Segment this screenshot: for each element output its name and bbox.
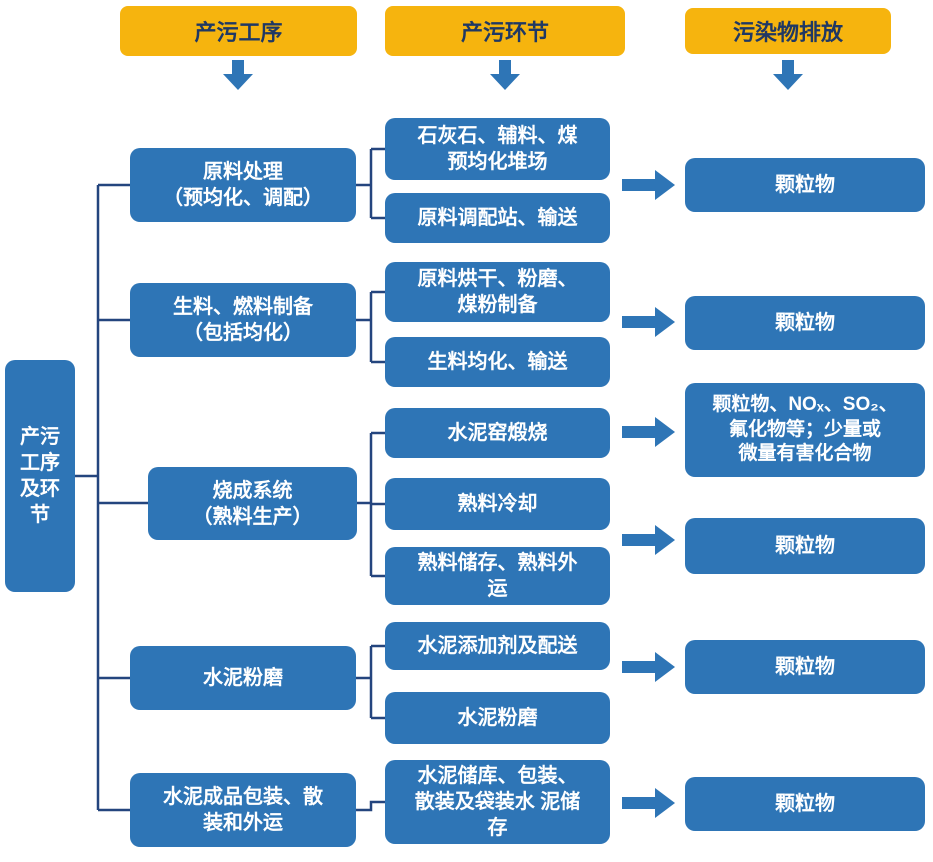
process-label: 原料处理 （预均化、调配） bbox=[163, 161, 323, 209]
process-box: 生料、燃料制备 （包括均化） bbox=[130, 283, 356, 357]
down-arrow-icon bbox=[773, 60, 803, 90]
pollutant-box: 颗粒物 bbox=[685, 296, 925, 350]
stage-box: 生料均化、输送 bbox=[385, 337, 610, 387]
stage-label: 石灰石、辅料、煤 预均化堆场 bbox=[417, 125, 578, 173]
stage-box: 熟料储存、熟料外 运 bbox=[385, 547, 610, 605]
pollutant-box: 颗粒物 bbox=[685, 640, 925, 694]
process-label: 生料、燃料制备 （包括均化） bbox=[173, 296, 313, 344]
stage-label: 熟料冷却 bbox=[457, 493, 538, 515]
process-box: 烧成系统 （熟料生产） bbox=[148, 467, 357, 540]
pollutant-box: 颗粒物、NOₓ、SO₂、 氟化物等；少量或 微量有害化合物 bbox=[685, 383, 925, 477]
side-box-label: 产污 工序 及环 节 bbox=[20, 426, 60, 526]
pollutant-label: 颗粒物 bbox=[775, 793, 835, 815]
stage-label: 原料烘干、粉磨、 煤粉制备 bbox=[417, 268, 578, 316]
pollutant-label: 颗粒物 bbox=[775, 312, 835, 334]
stage-label: 水泥窑煅烧 bbox=[447, 422, 548, 444]
process-box: 水泥成品包装、散 装和外运 bbox=[130, 773, 356, 847]
header-stage-label: 产污环节 bbox=[460, 20, 549, 45]
right-arrow-icon bbox=[622, 307, 676, 337]
stage-box: 石灰石、辅料、煤 预均化堆场 bbox=[385, 118, 610, 180]
pollutant-box: 颗粒物 bbox=[685, 518, 925, 574]
process-label: 水泥粉磨 bbox=[203, 667, 283, 689]
process-label: 水泥成品包装、散 装和外运 bbox=[163, 786, 323, 834]
header-emission: 污染物排放 bbox=[685, 8, 891, 54]
stage-label: 熟料储存、熟料外 运 bbox=[417, 552, 578, 600]
pollutant-label: 颗粒物 bbox=[775, 535, 835, 557]
stage-label: 原料调配站、输送 bbox=[417, 207, 578, 229]
header-process-label: 产污工序 bbox=[194, 20, 283, 45]
right-arrow-icon bbox=[622, 525, 676, 555]
pollutant-box: 颗粒物 bbox=[685, 158, 925, 212]
pollutant-label: 颗粒物、NOₓ、SO₂、 氟化物等；少量或 微量有害化合物 bbox=[712, 393, 898, 465]
pollutant-box: 颗粒物 bbox=[685, 777, 925, 831]
stage-box: 水泥添加剂及配送 bbox=[385, 622, 610, 670]
right-arrow-icon bbox=[622, 170, 676, 200]
stage-label: 水泥储库、包装、 散装及袋装水 泥储 存 bbox=[414, 765, 581, 839]
process-box: 水泥粉磨 bbox=[130, 646, 356, 710]
right-arrow-icon bbox=[622, 652, 676, 682]
stage-label: 生料均化、输送 bbox=[427, 351, 568, 373]
header-stage: 产污环节 bbox=[385, 6, 625, 56]
process-label: 烧成系统 （熟料生产） bbox=[192, 479, 313, 528]
right-arrow-icon bbox=[622, 417, 676, 447]
stage-box: 水泥储库、包装、 散装及袋装水 泥储 存 bbox=[385, 760, 610, 844]
header-process: 产污工序 bbox=[120, 6, 357, 56]
stage-label: 水泥添加剂及配送 bbox=[417, 635, 578, 657]
down-arrow-icon bbox=[490, 60, 520, 90]
header-emission-label: 污染物排放 bbox=[732, 20, 843, 45]
pollutant-label: 颗粒物 bbox=[775, 656, 835, 678]
right-arrow-icon bbox=[622, 788, 676, 818]
stage-box: 原料调配站、输送 bbox=[385, 193, 610, 243]
stage-box: 水泥窑煅烧 bbox=[385, 408, 610, 458]
process-box: 原料处理 （预均化、调配） bbox=[130, 148, 356, 222]
stage-label: 水泥粉磨 bbox=[457, 707, 538, 729]
pollutant-label: 颗粒物 bbox=[775, 174, 835, 196]
stage-box: 原料烘干、粉磨、 煤粉制备 bbox=[385, 262, 610, 322]
stage-box: 熟料冷却 bbox=[385, 478, 610, 530]
side-box: 产污 工序 及环 节 bbox=[5, 360, 75, 592]
stage-box: 水泥粉磨 bbox=[385, 692, 610, 744]
down-arrow-icon bbox=[223, 60, 253, 90]
